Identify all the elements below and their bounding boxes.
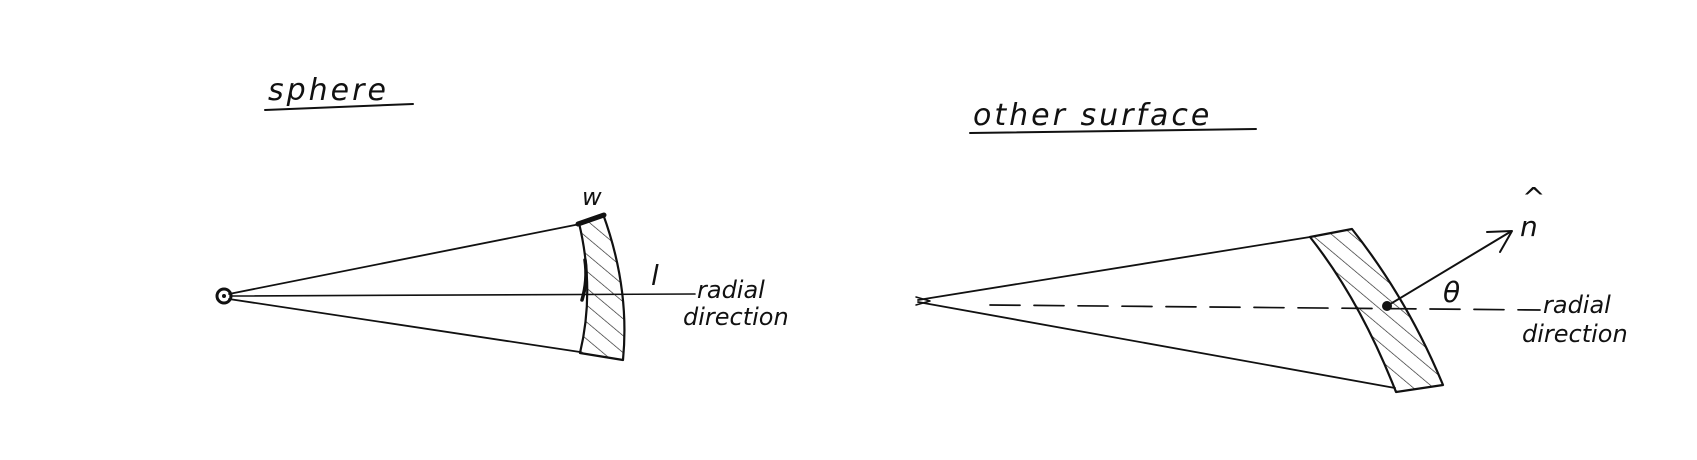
n-label: n	[1520, 210, 1538, 243]
sphere-title: sphere	[268, 73, 389, 108]
sphere-cone-upper-edge	[228, 223, 581, 295]
sphere-w-marker	[575, 212, 607, 227]
n-hat-symbol: ^	[1522, 181, 1545, 214]
other-cone-lower-edge	[917, 301, 1396, 389]
other-radial-label: radial	[1543, 291, 1611, 319]
sphere-direction-label: direction	[683, 303, 789, 331]
sphere-cone-lower-edge	[228, 298, 581, 353]
sphere-title-underline	[264, 103, 414, 111]
sphere-shell-inner-thick-edge	[580, 258, 588, 302]
sphere-center-dot	[222, 294, 226, 298]
theta-label: θ	[1443, 276, 1460, 309]
sphere-l-label: l	[651, 259, 659, 292]
other-cone-upper-edge	[917, 236, 1311, 301]
surface-point-dot	[1382, 301, 1392, 311]
sphere-w-label: w	[582, 183, 602, 211]
other-direction-label: direction	[1522, 320, 1628, 348]
sphere-panel: sphere w l radial direction	[215, 73, 789, 362]
normal-vector-arrowhead	[1486, 230, 1513, 253]
other-surface-title: other surface	[973, 98, 1212, 133]
normal-vector-line	[1386, 231, 1511, 307]
other-surface-panel: other surface ^ n θ radial direction	[915, 98, 1628, 394]
other-shell-segment	[1308, 227, 1445, 394]
sphere-radial-line	[229, 293, 696, 297]
other-surface-title-underline	[969, 128, 1257, 134]
other-cone-apex	[915, 296, 931, 306]
other-radial-dashed-line	[989, 304, 1541, 311]
sphere-radial-label: radial	[697, 276, 765, 304]
